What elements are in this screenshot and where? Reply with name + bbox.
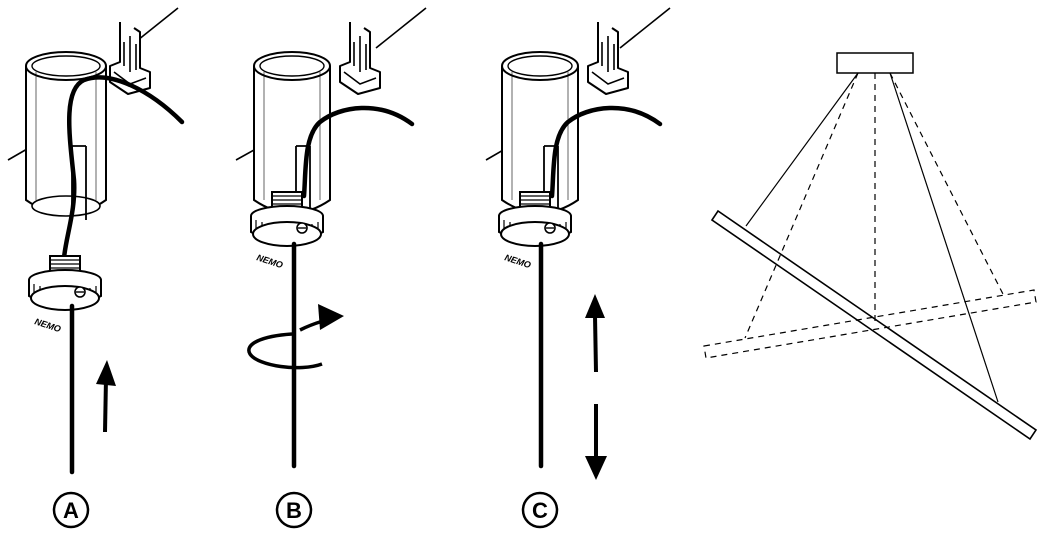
step-label-b: B — [275, 491, 313, 529]
ceiling-canopy — [836, 52, 914, 74]
pendant-overview-illustration — [703, 52, 1038, 441]
adjustment-knob-a — [28, 255, 102, 311]
canopy-cylinder-a — [25, 51, 107, 220]
step-letter-a: A — [63, 498, 79, 523]
suspension-wire-dashed-right — [889, 72, 1005, 297]
power-cable-a — [61, 75, 185, 261]
step-label-c: C — [521, 491, 559, 529]
knob-brand-text-b: NEMO — [255, 252, 284, 270]
canopy-cylinder-b — [253, 51, 331, 214]
up-down-arrows-icon — [585, 294, 607, 480]
ceiling-bracket-b — [339, 21, 381, 95]
ceiling-bracket-c — [587, 21, 629, 95]
step-letter-b: B — [286, 498, 302, 523]
power-cable-c — [549, 105, 663, 199]
knob-brand-text-a: NEMO — [33, 316, 62, 334]
canopy-cylinder-c — [501, 51, 579, 214]
suspension-wire-dashed-left — [744, 72, 859, 339]
step-a-illustration: NEMO A — [7, 7, 185, 529]
light-bar-tilted — [710, 209, 1038, 441]
power-cable-b — [301, 105, 415, 199]
step-b-illustration: NEMO B — [235, 7, 427, 529]
step-label-a: A — [52, 491, 90, 529]
light-bar-dashed — [703, 289, 1037, 359]
rotate-clockwise-icon — [247, 304, 344, 370]
suspension-wire-right — [889, 72, 999, 403]
arrow-up-icon — [96, 360, 116, 433]
knob-brand-text-c: NEMO — [503, 252, 532, 270]
suspension-wire-left — [745, 72, 859, 227]
step-letter-c: C — [532, 498, 548, 523]
step-c-illustration: NEMO C — [485, 7, 671, 529]
